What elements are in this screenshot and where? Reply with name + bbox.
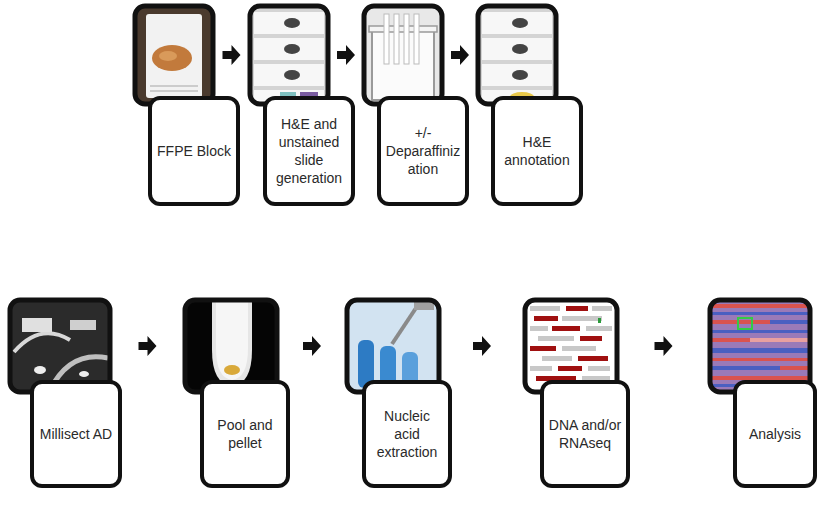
step-box: H&E and unstained slide generation [263,96,355,206]
block-photo [135,6,213,104]
step-box: H&E annotation [491,96,583,206]
block-arrow [303,336,321,356]
block-arrow [337,45,355,65]
step-box: DNA and/or RNAseq [540,380,630,488]
step-box: Millisect AD [30,380,122,488]
block-arrow [139,336,157,356]
step-label: H&E and unstained slide generation [271,115,347,188]
step-label: H&E annotation [499,133,575,169]
step-label: Nucleic acid extraction [370,407,444,462]
staining-jar-photo [364,6,442,104]
extraction-photo [347,300,439,392]
step-label: Pool and pellet [208,416,282,452]
tube-photo [185,300,277,392]
reads-photo [525,300,617,392]
step-label: Analysis [741,425,809,443]
step-box: +/- Deparaffinization [377,96,469,206]
block-arrow [473,336,491,356]
block-arrow [655,336,673,356]
step-label: FFPE Block [156,142,232,160]
step-label: DNA and/or RNAseq [548,416,622,452]
slides-photo [250,6,328,104]
step-label: +/- Deparaffinization [385,124,461,179]
photo-frames [10,6,810,392]
block-arrow [451,45,469,65]
step-box: Pool and pellet [200,380,290,488]
step-box: FFPE Block [148,96,240,206]
step-box: Nucleic acid extraction [362,380,452,488]
heatmap-photo [710,300,810,392]
annotated-slides-photo [478,6,556,104]
block-arrow [223,45,241,65]
step-label: Millisect AD [38,425,114,443]
instrument-photo [10,300,110,392]
step-box: Analysis [733,380,817,488]
